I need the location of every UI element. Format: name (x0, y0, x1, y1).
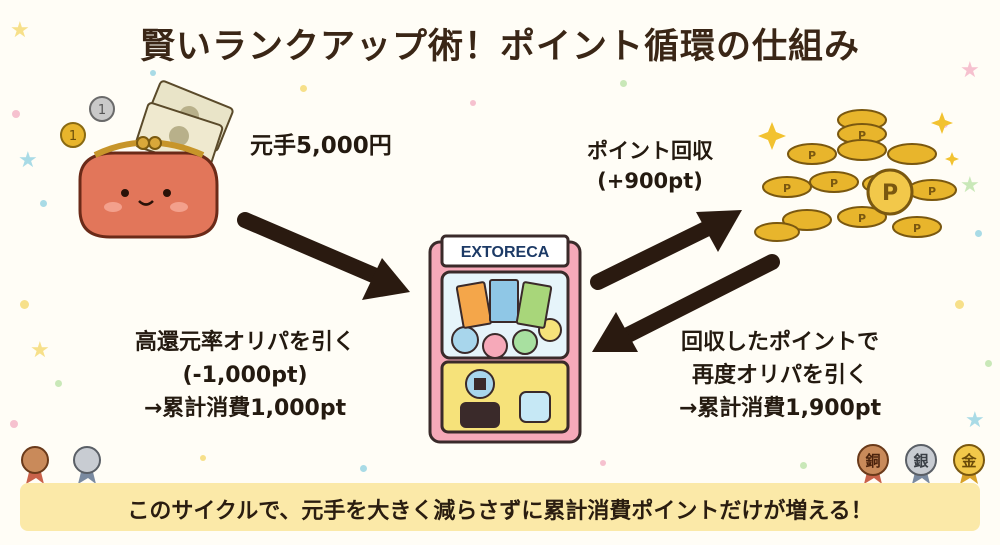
star-icon: ★ (18, 148, 38, 173)
svg-text:P: P (858, 129, 866, 142)
gacha-machine-icon: EXTORECA (428, 234, 582, 444)
first-draw-line-1: 高還元率オリパを引く (134, 330, 355, 355)
star-icon: ★ (960, 173, 980, 198)
svg-text:P: P (858, 212, 866, 225)
recover-line-1: ポイント回収 (587, 139, 713, 163)
medal-icon: 銅 銀 金 (857, 444, 985, 484)
first-draw-line-2: (-1,000pt) (182, 363, 308, 388)
redraw-line-1: 回収したポイントで (680, 330, 879, 355)
bottom-message: このサイクルで、元手を大きく減らさずに累計消費ポイントだけが増える！ (127, 499, 873, 524)
svg-text:1: 1 (98, 103, 106, 118)
svg-text:1: 1 (69, 129, 77, 144)
first-draw-label: 高還元率オリパを引く (-1,000pt) →累計消費1,000pt (80, 326, 410, 425)
star-icon: ★ (30, 338, 50, 363)
budget-label: 元手5,000円 (250, 133, 392, 159)
redraw-line-2: 再度オリパを引く (691, 363, 868, 388)
page-title: 賢いランクアップ術！ポイント循環の仕組み (139, 27, 860, 67)
svg-text:銅: 銅 (865, 452, 880, 470)
svg-text:P: P (808, 149, 816, 162)
svg-text:銀: 銀 (913, 452, 928, 470)
coin-stack-icon: P P P P P P P P (754, 109, 959, 242)
sparkle-icon (758, 112, 959, 166)
star-icon: ★ (960, 58, 980, 83)
svg-text:P: P (783, 182, 791, 195)
star-icon: ★ (965, 408, 985, 433)
first-draw-line-3: →累計消費1,000pt (143, 396, 347, 421)
redraw-label: 回収したポイントで 再度オリパを引く →累計消費1,900pt (610, 326, 950, 425)
coin-purse-icon: 1 1 (60, 80, 234, 239)
svg-text:P: P (882, 181, 898, 206)
star-icon: ★ (10, 18, 30, 43)
recover-label: ポイント回収 (+900pt) (560, 136, 740, 196)
svg-text:P: P (928, 185, 936, 198)
svg-text:金: 金 (960, 452, 977, 470)
medal-icon (21, 446, 101, 484)
bottom-banner: このサイクルで、元手を大きく減らさずに累計消費ポイントだけが増える！ (20, 483, 980, 531)
redraw-line-3: →累計消費1,900pt (678, 396, 882, 421)
svg-text:P: P (913, 222, 921, 235)
svg-text:P: P (830, 177, 838, 190)
machine-label: EXTORECA (461, 244, 550, 261)
recover-line-2: (+900pt) (597, 169, 703, 193)
